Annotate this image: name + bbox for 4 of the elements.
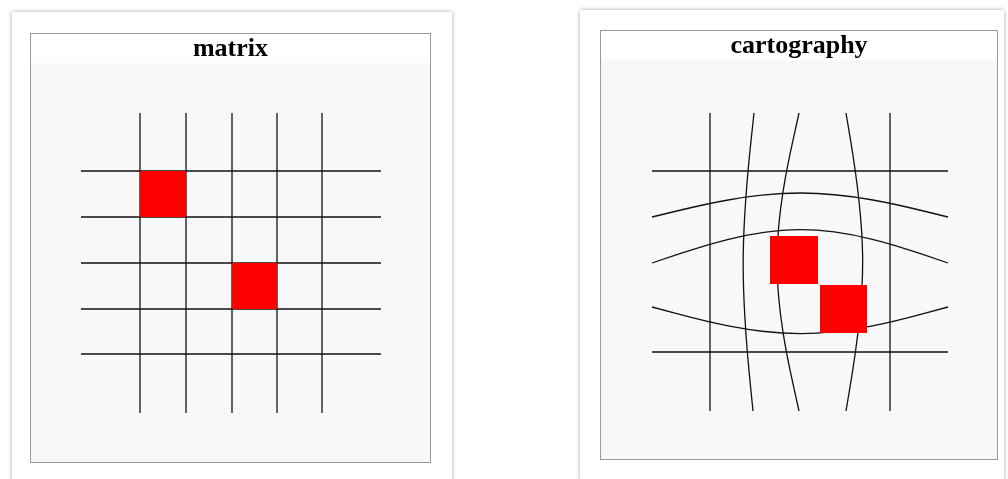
diagram-panel: [600, 30, 998, 460]
panel-title: matrix: [31, 34, 430, 63]
panel-title: cartography: [601, 31, 997, 60]
diagram-panel: [30, 33, 431, 463]
